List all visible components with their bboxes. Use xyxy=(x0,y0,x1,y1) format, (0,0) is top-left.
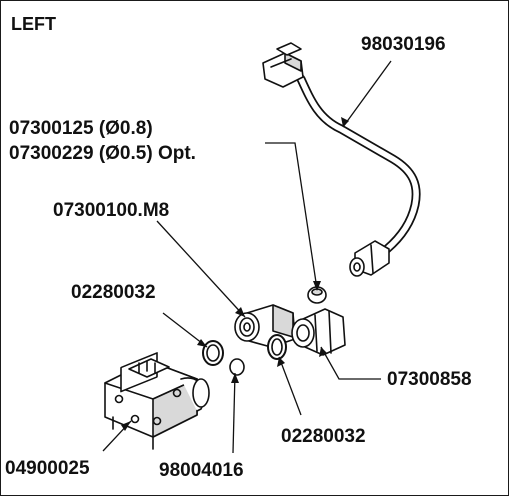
tube-line-part xyxy=(262,42,421,277)
valve-body-part xyxy=(104,352,210,450)
label-valve-body: 04900025 xyxy=(5,458,90,479)
label-right-washer: 02280032 xyxy=(281,426,366,447)
label-o-ring: 98004016 xyxy=(159,460,244,481)
right-fitting-part xyxy=(291,308,346,356)
left-washer-part xyxy=(202,340,224,366)
label-tube-line: 98030196 xyxy=(361,34,446,55)
corner-label: LEFT xyxy=(11,14,56,34)
label-jet-b: 07300229 (Ø0.5) Opt. xyxy=(9,143,196,164)
left-fitting-part xyxy=(234,304,296,348)
label-left-fitting: 07300100.M8 xyxy=(53,200,170,221)
leader-arrowheads xyxy=(121,117,349,431)
jet-part xyxy=(307,286,327,304)
o-ring-part xyxy=(229,358,245,376)
label-jet-a: 07300125 (Ø0.8) xyxy=(9,118,153,139)
right-washer-part xyxy=(267,334,287,360)
label-right-fitting: 07300858 xyxy=(387,369,472,390)
leader-lines xyxy=(102,60,392,454)
label-left-washer: 02280032 xyxy=(71,282,156,303)
